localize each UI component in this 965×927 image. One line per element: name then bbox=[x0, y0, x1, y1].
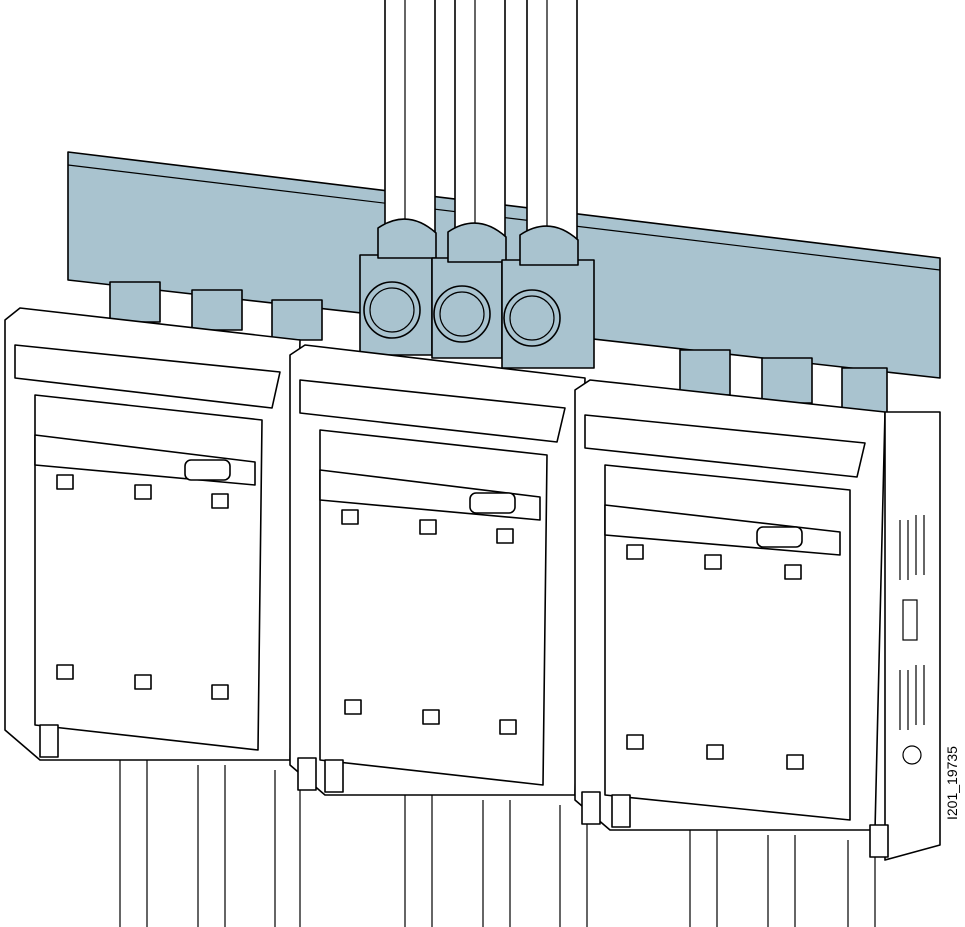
terminal-2 bbox=[431, 222, 507, 359]
fuse-unit-2 bbox=[289, 344, 586, 796]
busbar-clamps bbox=[109, 281, 888, 414]
fuse-unit-1 bbox=[4, 307, 301, 761]
cable-terminals bbox=[359, 218, 595, 369]
terminal-3 bbox=[501, 225, 595, 369]
fuse-unit-3 bbox=[574, 379, 941, 861]
terminal-1 bbox=[359, 218, 437, 356]
drawing-id-label: I201_19735 bbox=[944, 746, 960, 820]
incoming-cables bbox=[384, 0, 578, 249]
outgoing-cables bbox=[119, 760, 876, 927]
